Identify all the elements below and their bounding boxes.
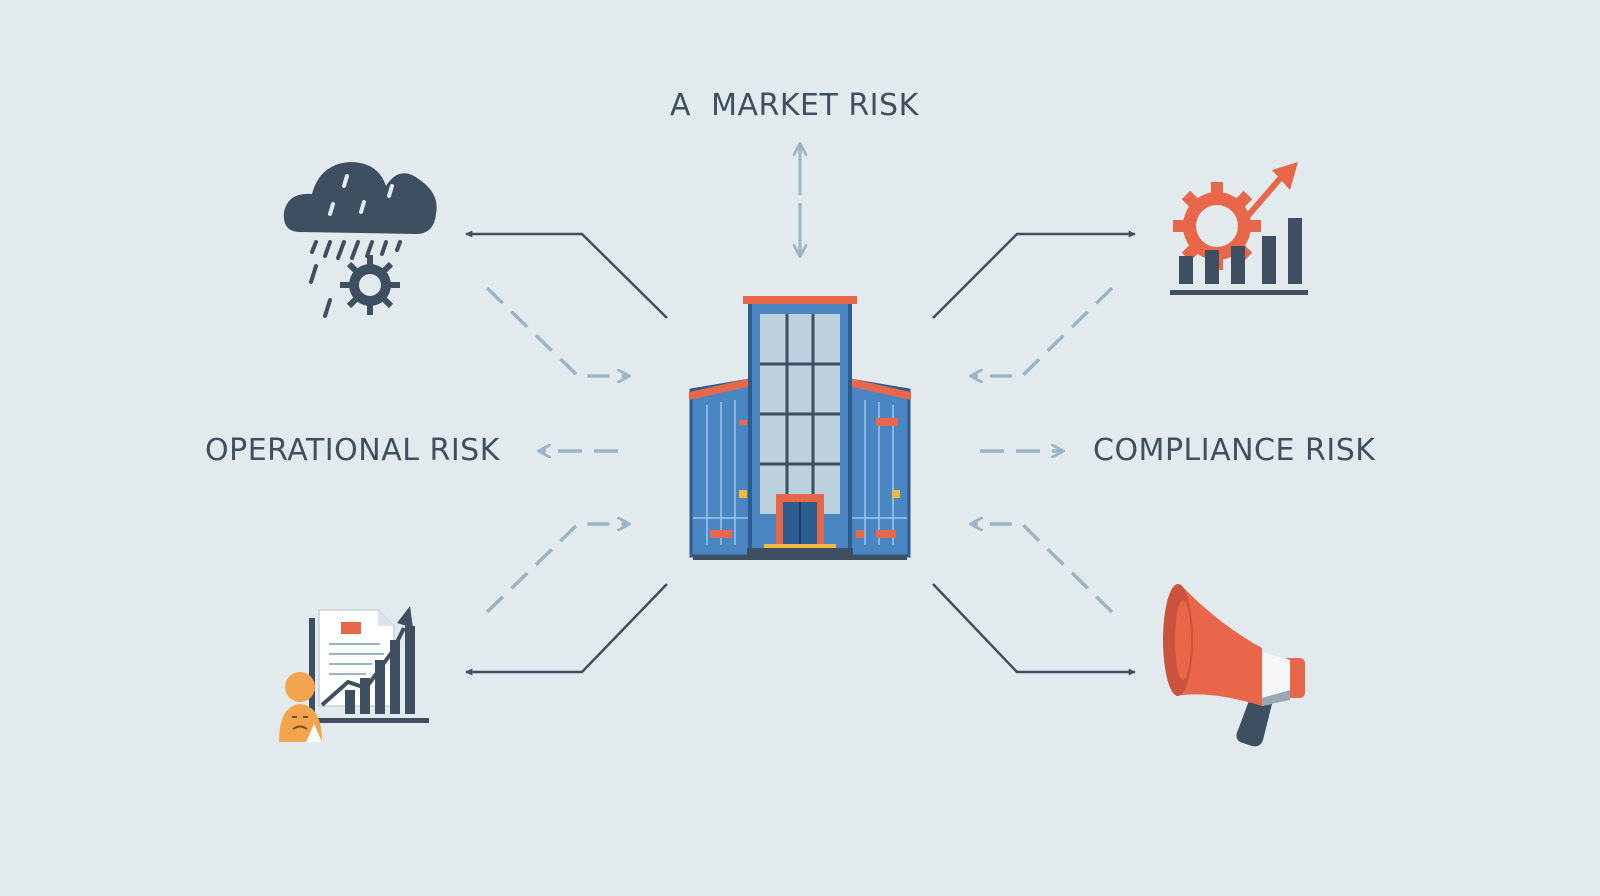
connector-bottom-right-solid — [932, 583, 1136, 676]
office-building-icon — [689, 296, 911, 560]
connector-upper-right-dashed — [972, 286, 1114, 376]
document-growth-chart-person-icon — [279, 606, 429, 742]
connector-lower-right-dashed — [972, 524, 1114, 614]
megaphone-icon — [1163, 584, 1305, 747]
connector-lower-left-dashed — [485, 524, 628, 614]
connector-upper-left-dashed — [485, 286, 628, 376]
connector-top-left-solid — [465, 230, 668, 319]
operational-risk-label: OPERATIONAL RISK — [205, 433, 500, 468]
storm-cloud-gear-icon — [283, 162, 437, 318]
market-risk-label: A MARKET RISK — [670, 88, 919, 123]
compliance-risk-label: COMPLIANCE RISK — [1093, 433, 1376, 468]
connector-bottom-left-solid — [465, 583, 668, 676]
connector-top-right-solid — [932, 230, 1136, 319]
gear-growth-chart-icon — [1170, 162, 1308, 295]
